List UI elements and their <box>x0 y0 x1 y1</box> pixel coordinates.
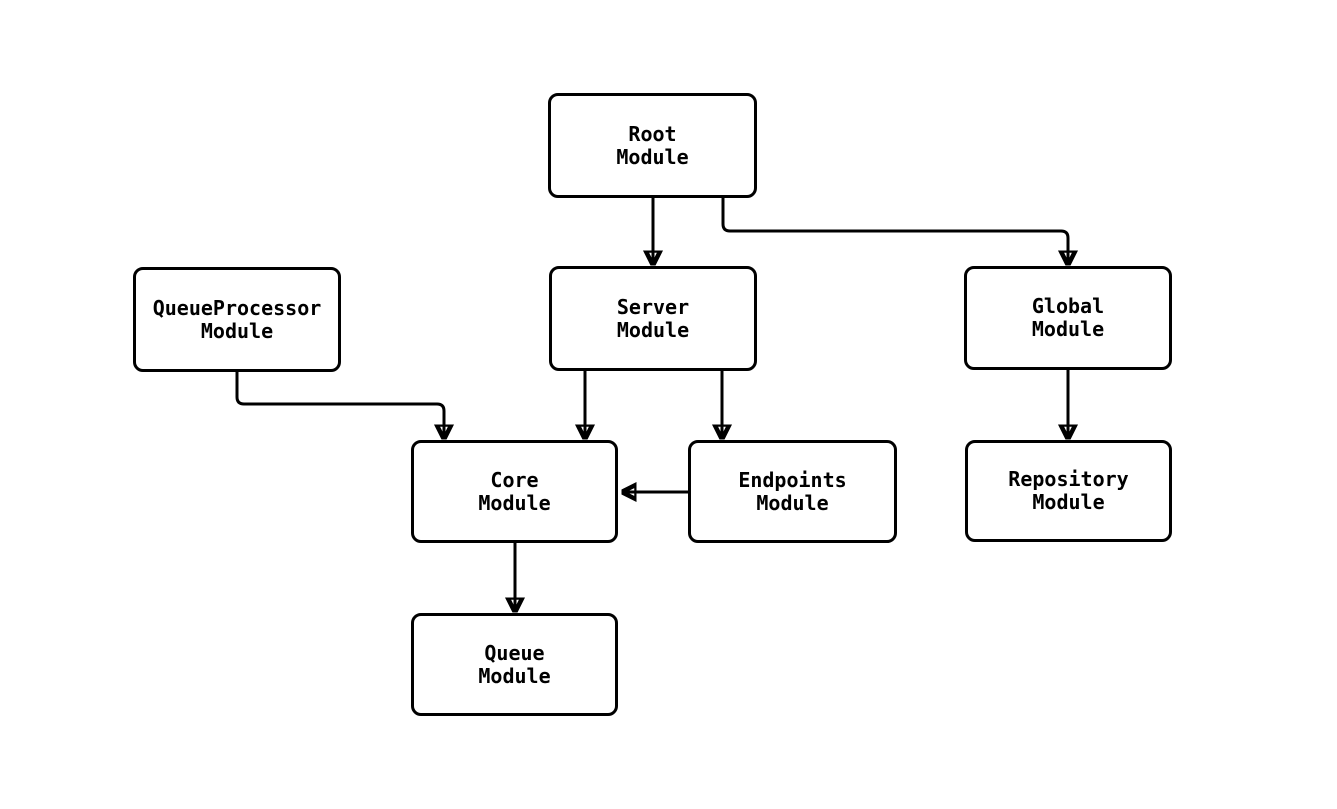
node-queueprocessor-module-label: QueueProcessor Module <box>152 295 322 343</box>
node-repository-module: Repository Module <box>965 440 1172 542</box>
node-root-module: Root Module <box>548 93 757 198</box>
node-root-module-label: Root Module <box>616 121 689 169</box>
node-server-module: Server Module <box>549 266 757 371</box>
node-core-module-label: Core Module <box>478 467 551 515</box>
edge-root-to-global <box>721 198 1068 264</box>
node-endpoints-module-label: Endpoints Module <box>738 467 847 515</box>
node-server-module-label: Server Module <box>616 294 690 342</box>
node-endpoints-module: Endpoints Module <box>688 440 897 543</box>
node-queueprocessor-module: QueueProcessor Module <box>133 267 341 372</box>
node-core-module: Core Module <box>411 440 618 543</box>
node-queue-module: Queue Module <box>411 613 618 716</box>
edge-queueprocessor-to-core <box>235 372 444 438</box>
node-global-module: Global Module <box>964 266 1172 370</box>
node-queue-module-label: Queue Module <box>478 640 551 688</box>
node-repository-module-label: Repository Module <box>1008 467 1129 514</box>
node-global-module-label: Global Module <box>1031 294 1105 341</box>
